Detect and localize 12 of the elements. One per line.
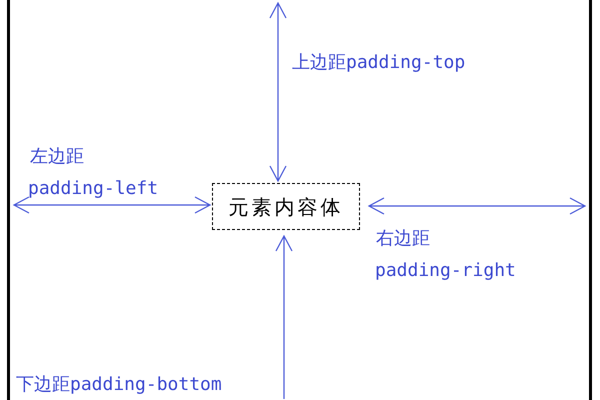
outer-border [7, 0, 592, 400]
dimension-label: padding-left [28, 178, 158, 200]
arrow [275, 234, 293, 400]
dimension-label: 下边距padding-bottom [16, 374, 222, 396]
arrow [12, 196, 212, 214]
dimension-label: padding-right [375, 260, 516, 282]
dimension-label: 上边距padding-top [292, 52, 466, 74]
arrow [269, 2, 287, 182]
arrow [368, 197, 586, 215]
dimension-label: 左边距 [30, 146, 84, 168]
dimension-label: 右边距 [376, 228, 430, 250]
content-box: 元素内容体 [212, 183, 360, 230]
